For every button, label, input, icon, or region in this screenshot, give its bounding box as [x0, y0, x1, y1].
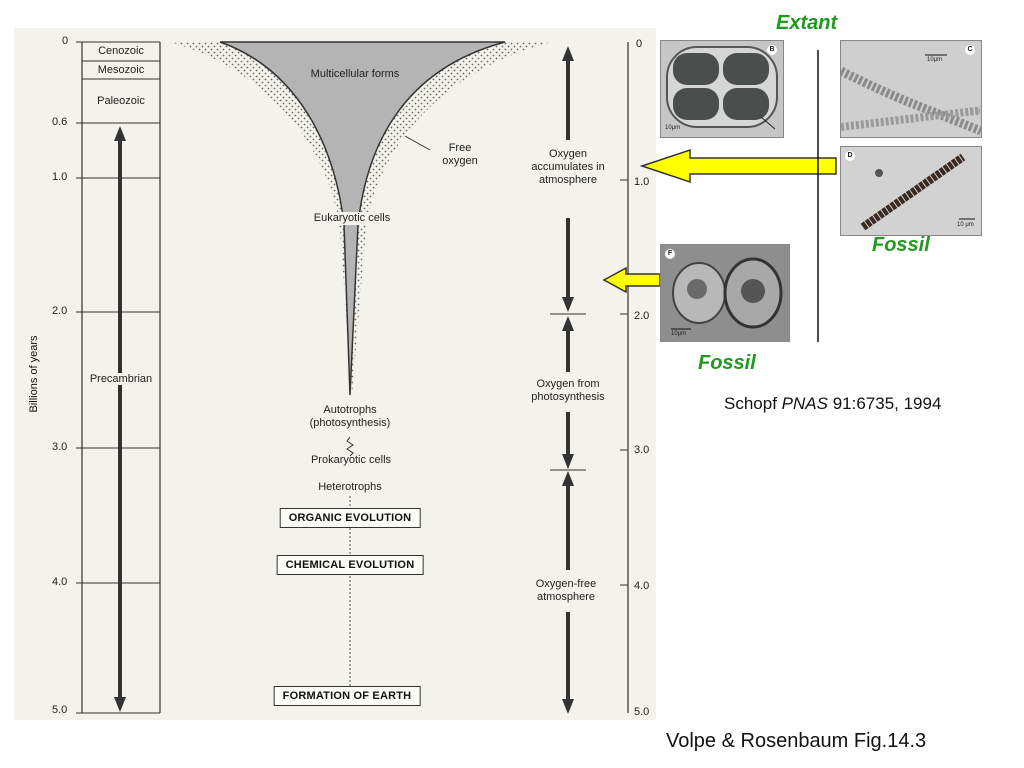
panel-letter-b: B	[767, 45, 777, 55]
oxygen-free-arrow-head-bottom	[562, 699, 574, 714]
era-paleozoic: Paleozoic	[97, 95, 145, 107]
era-mesozoic: Mesozoic	[97, 64, 145, 76]
left-tick-label-1: 1.0	[52, 171, 68, 183]
box-organic-evolution: ORGANIC EVOLUTION	[279, 508, 421, 528]
panel-letter-c: C	[965, 45, 975, 55]
label-multicellular-forms: Multicellular forms	[310, 68, 400, 80]
label-autotrophs: Autotrophs (photosynthesis)	[309, 404, 391, 429]
left-tick-label-3: 3.0	[52, 441, 68, 453]
label-oxygen-accumulates: Oxygen accumulates in atmosphere	[527, 148, 609, 187]
free-oxygen-leader	[404, 135, 431, 151]
left-tick-label-4: 4.0	[52, 576, 68, 588]
filament-c-image	[841, 54, 981, 136]
left-tick-label-0.6: 0.6	[52, 116, 68, 128]
photo-extant-tetrad: B 10μm	[660, 40, 784, 138]
left-tick-label-0: 0	[62, 35, 69, 47]
label-free-oxygen: Free oxygen	[442, 142, 478, 167]
photo-fossil-cells: F 10μm	[660, 244, 790, 342]
yellow-arrow-lower	[602, 266, 661, 294]
precambrian-arrow-head-bottom	[114, 697, 126, 712]
right-tick-label-2: 2.0	[634, 310, 650, 322]
fossil-cells-image	[661, 245, 789, 341]
citation-schopf-ref: 91:6735, 1994	[832, 394, 942, 413]
oxygen-accumulates-arrow-tail	[562, 297, 574, 312]
label-eukaryotic-cells: Eukaryotic cells	[297, 212, 407, 225]
panel-letter-f: F	[665, 249, 675, 259]
tetrad-cell-image	[666, 46, 778, 130]
scale-bar-b: 10μm	[665, 125, 681, 131]
multicellular-cone	[219, 41, 506, 396]
photo-fossil-filament: D 10 μm	[840, 146, 982, 236]
scale-bar-d: 10 μm	[957, 222, 974, 228]
citation-schopf-journal: PNAS	[781, 394, 828, 413]
right-tick-label-0: 0	[636, 38, 643, 50]
box-formation-of-earth: FORMATION OF EARTH	[273, 686, 421, 706]
oxygen-free-arrow-head-top	[562, 471, 574, 486]
y-axis-label: Billions of years	[28, 335, 40, 413]
box-chemical-evolution: CHEMICAL EVOLUTION	[276, 555, 424, 575]
label-oxygen-from-photosynthesis: Oxygen from photosynthesis	[520, 378, 616, 404]
label-oxygen-free-atmosphere: Oxygen-free atmosphere	[524, 578, 608, 604]
era-cenozoic: Cenozoic	[98, 45, 144, 57]
left-tick-label-2: 2.0	[52, 305, 68, 317]
label-prokaryotic-cells: Prokaryotic cells	[310, 454, 392, 466]
photo-extant-filament: C 10μm	[840, 40, 982, 138]
filament-d-image	[860, 153, 975, 231]
right-tick-label-3: 3.0	[634, 444, 650, 456]
left-tick-label-5: 5.0	[52, 704, 68, 716]
right-tick-label-5: 5.0	[634, 706, 650, 718]
right-tick-label-4: 4.0	[634, 580, 650, 592]
era-precambrian: Precambrian	[84, 373, 158, 385]
citation-schopf: Schopf PNAS 91:6735, 1994	[724, 394, 941, 414]
scale-bar-f: 10μm	[671, 331, 687, 337]
panel-letter-d: D	[845, 151, 855, 161]
scale-bar-c: 10μm	[927, 57, 943, 63]
photosynthesis-arrow-head-bottom	[562, 454, 574, 469]
precambrian-arrow-head-top	[114, 126, 126, 141]
yellow-arrow-upper	[639, 148, 837, 184]
label-heterotrophs: Heterotrophs	[318, 481, 382, 493]
lineage-zigzag	[346, 436, 354, 457]
label-extant: Extant	[776, 12, 838, 34]
label-fossil-bottom: Fossil	[698, 352, 756, 374]
oxygen-accumulates-arrow-head	[562, 46, 574, 61]
citation-volpe: Volpe & Rosenbaum Fig.14.3	[666, 730, 927, 752]
right-tick-label-1: 1.0	[634, 176, 650, 188]
photosynthesis-arrow-head-top	[562, 316, 574, 331]
citation-schopf-author: Schopf	[724, 394, 777, 413]
label-fossil-top: Fossil	[872, 234, 930, 256]
